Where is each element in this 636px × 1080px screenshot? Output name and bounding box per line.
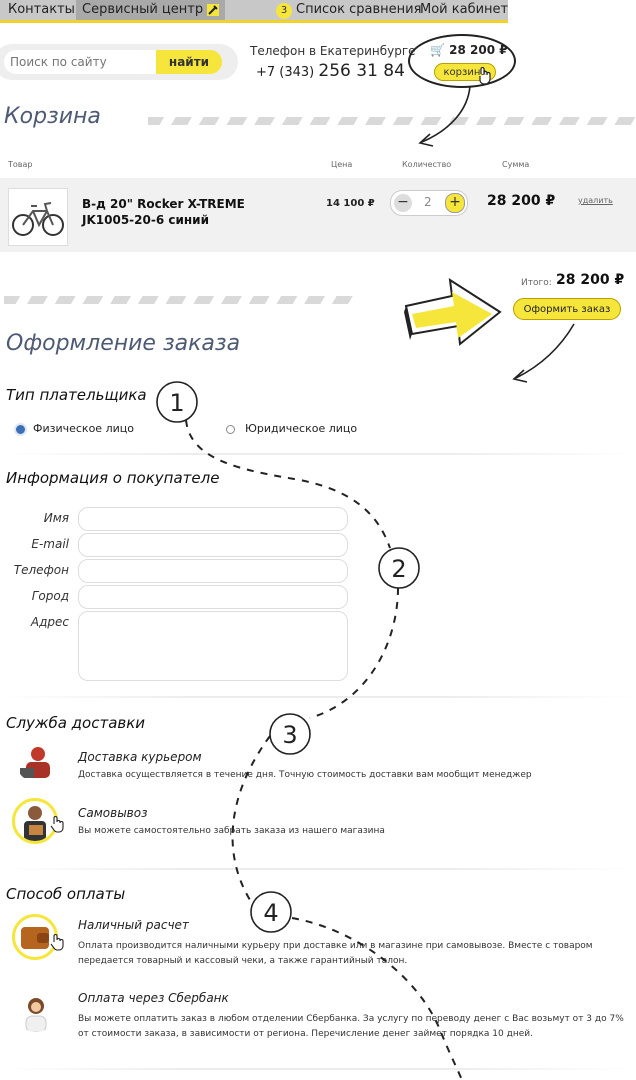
nav-contacts[interactable]: Контакты <box>8 2 75 17</box>
payer-title: Тип плательщика <box>6 386 147 404</box>
arrowhead <box>418 133 434 147</box>
courier-icon <box>20 747 50 778</box>
pickup-avatar[interactable] <box>12 798 58 844</box>
sberbank-avatar[interactable] <box>16 992 56 1032</box>
col-qty: Количество <box>402 160 452 169</box>
step-4-circle <box>250 891 292 933</box>
bicycle-icon <box>12 202 64 236</box>
row-sum: 28 200 ₽ <box>487 193 556 209</box>
wallet-icon <box>21 927 49 949</box>
compare-count-badge: 3 <box>276 3 292 19</box>
annotation-cart-circle <box>408 34 516 88</box>
phone-main: 256 31 84 <box>318 61 405 81</box>
delivery-pickup-title[interactable]: Самовывоз <box>78 806 148 820</box>
annotation-arrow-cart <box>421 85 471 143</box>
checkout-title: Оформление заказа <box>6 331 241 356</box>
phone-number: +7 (343) 256 31 84 <box>256 61 405 81</box>
address-label: Адрес <box>30 615 69 629</box>
delete-link[interactable]: удалить <box>578 196 613 205</box>
pickup-icon <box>24 806 46 841</box>
buyer-title: Информация о покупателе <box>6 469 220 487</box>
divider <box>0 868 636 870</box>
step-2-label: 2 <box>391 555 406 583</box>
col-price: Цена <box>331 160 353 169</box>
courier-avatar[interactable] <box>16 742 56 782</box>
city-field[interactable] <box>78 585 348 609</box>
wrench-icon <box>207 3 220 16</box>
step-2-circle <box>378 547 420 589</box>
nav-service-label: Сервисный центр <box>82 2 204 17</box>
nav-compare[interactable]: 3 Список сравнения <box>276 2 421 19</box>
dashed-path-3 <box>231 735 271 901</box>
name-label: Имя <box>43 511 69 525</box>
total-label: Итого: <box>521 278 552 288</box>
divider <box>0 1068 636 1070</box>
email-label: E-mail <box>31 537 69 551</box>
step-3-label: 3 <box>282 721 297 749</box>
annotation-arrow-order <box>515 323 575 379</box>
basket-title: Корзина <box>4 104 101 129</box>
step-1-circle <box>156 381 198 423</box>
delivery-pickup-desc: Вы можете самостоятельно забрать заказа … <box>78 826 385 836</box>
nav-accent-line <box>0 20 508 23</box>
qty-increment-button[interactable]: + <box>445 193 465 213</box>
top-nav: Контакты Сервисный центр 3 Список сравнен… <box>0 0 636 23</box>
phone-label: Телефон в Екатеринбурге <box>250 44 416 58</box>
search-input[interactable] <box>4 50 166 74</box>
phone-prefix: +7 (343) <box>256 65 315 80</box>
delivery-courier-title[interactable]: Доставка курьером <box>78 750 202 764</box>
nav-compare-label: Список сравнения <box>296 2 422 17</box>
email-field[interactable] <box>78 533 348 557</box>
quantity-stepper: − 2 + <box>390 190 468 216</box>
hand-cursor-icon <box>479 67 491 85</box>
payment-sber-title[interactable]: Оплата через Сбербанк <box>78 991 229 1005</box>
name-field[interactable] <box>78 507 348 531</box>
arrowhead <box>512 369 528 383</box>
radio-individual[interactable] <box>16 425 25 434</box>
woman-icon <box>25 998 47 1032</box>
delivery-courier-desc: Доставка осуществляется в течение дня. Т… <box>78 770 532 780</box>
divider <box>0 453 636 455</box>
total-value: 28 200 ₽ <box>556 272 625 288</box>
col-sum: Сумма <box>502 160 530 169</box>
product-thumbnail[interactable] <box>8 188 68 246</box>
step-3-circle <box>269 713 311 755</box>
radio-company[interactable] <box>226 425 235 434</box>
phone-field-label: Телефон <box>13 563 69 577</box>
product-name[interactable]: В-д 20" Rocker X-TREME JK1005-20-6 синий <box>82 197 245 227</box>
step-1-label: 1 <box>169 389 184 417</box>
section-stripes <box>4 296 354 304</box>
col-product: Товар <box>8 160 33 169</box>
table-row <box>0 178 636 252</box>
search-button[interactable]: найти <box>156 50 222 74</box>
nav-service-center[interactable]: Сервисный центр <box>76 0 226 20</box>
product-price: 14 100 ₽ <box>326 198 375 209</box>
qty-decrement-button[interactable]: − <box>394 194 412 212</box>
payment-title: Способ оплаты <box>6 885 126 903</box>
cash-avatar[interactable] <box>12 914 58 960</box>
nav-account[interactable]: Мой кабинет <box>420 2 509 17</box>
delivery-title: Служба доставки <box>6 714 146 732</box>
divider <box>0 696 636 698</box>
payment-cash-desc: Оплата производится наличными курьеру пр… <box>78 941 593 966</box>
qty-value[interactable]: 2 <box>424 195 432 209</box>
payment-cash-title[interactable]: Наличный расчет <box>78 918 189 932</box>
city-label: Город <box>31 589 69 603</box>
payment-sber-desc: Вы можете оплатить заказ в любом отделен… <box>78 1014 624 1039</box>
search-bar: найти <box>0 44 238 80</box>
radio-company-label[interactable]: Юридическое лицо <box>245 422 358 435</box>
big-arrow-icon <box>404 278 502 346</box>
radio-individual-label[interactable]: Физическое лицо <box>33 422 134 435</box>
checkout-button[interactable]: Оформить заказ <box>513 298 621 320</box>
phone-field[interactable] <box>78 559 348 583</box>
address-field[interactable] <box>78 611 348 681</box>
title-stripes <box>148 117 636 125</box>
step-4-label: 4 <box>263 899 278 927</box>
